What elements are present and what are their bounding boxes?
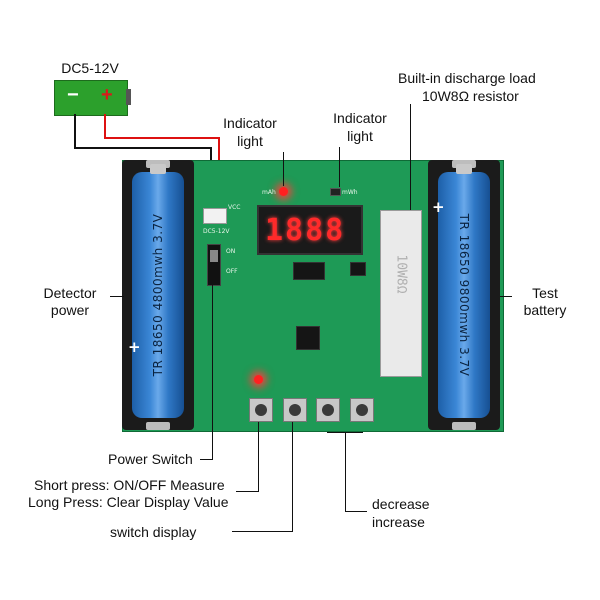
right-cell-cap <box>456 164 472 174</box>
power-connector <box>203 208 227 224</box>
indicator-led-mah <box>279 187 288 196</box>
leader-test-battery <box>500 296 512 297</box>
right-battery-cell: TR 18650 9800mwh 3.7V <box>438 164 490 418</box>
minus-sign: − <box>67 84 79 106</box>
callout-long-press: Long Press: Clear Display Value <box>28 494 229 510</box>
switch-knob <box>210 250 218 262</box>
power-source-voltage-label: DC5-12V <box>61 60 119 76</box>
callout-detector-power-line1: Detector <box>43 285 97 301</box>
seven-segment-display: 1888 <box>257 205 363 255</box>
start-pause-button[interactable] <box>249 398 273 422</box>
leader-detector-power <box>110 296 124 297</box>
right-battery-holder: TR 18650 9800mwh 3.7V + <box>428 160 500 430</box>
silk-on: ON <box>226 248 236 255</box>
chip-upper <box>293 262 325 280</box>
left-plus-mark: + <box>128 338 141 356</box>
callout-switch-display: switch display <box>110 524 197 540</box>
wire-red-v1 <box>104 114 106 138</box>
leader-dec-inc <box>345 432 346 512</box>
leader-builtin-load <box>410 104 411 210</box>
silk-off: OFF <box>226 268 238 275</box>
plus-sign: + <box>101 84 113 106</box>
callout-power-switch: Power Switch <box>108 451 193 467</box>
discharge-resistor: 10W8Ω <box>380 210 422 377</box>
callout-test-battery-line1: Test <box>532 285 558 301</box>
leader-power-switch-h <box>200 459 212 460</box>
leader-indicator-right <box>339 147 340 187</box>
right-bottom-spring <box>452 422 476 430</box>
right-cell-label: TR 18650 9800mwh 3.7V <box>457 213 471 377</box>
indicator-led-lower <box>254 375 263 384</box>
leader-start-button-h <box>236 491 259 492</box>
left-bottom-spring <box>146 422 170 430</box>
wire-red-h <box>104 137 220 139</box>
callout-short-press: Short press: ON/OFF Measure <box>34 477 225 493</box>
battery-terminal <box>126 89 131 105</box>
decrease-button[interactable] <box>316 398 340 422</box>
callout-increase: increase <box>372 514 425 530</box>
chip-mcu <box>296 326 320 350</box>
left-battery-holder: TR 18650 4800mwh 3.7V + <box>122 160 194 430</box>
wire-black-v1 <box>74 114 76 148</box>
callout-test-battery-line2: battery <box>523 302 567 318</box>
leader-start-button <box>258 422 259 492</box>
silk-mwh: mWh <box>342 189 358 196</box>
left-cell-cap <box>150 164 166 174</box>
wire-black-h <box>74 147 212 149</box>
callout-builtin-load-line2: 10W8Ω resistor <box>422 88 519 104</box>
right-plus-mark: + <box>432 198 445 216</box>
resistor-label: 10W8Ω <box>393 254 409 294</box>
callout-indicator-right-line2: light <box>347 128 373 144</box>
power-switch[interactable] <box>207 244 221 286</box>
leader-indicator-left <box>283 152 284 186</box>
callout-indicator-left-line2: light <box>237 133 263 149</box>
silk-dc: DC5-12V <box>203 228 230 235</box>
left-battery-cell: TR 18650 4800mwh 3.7V <box>132 164 184 418</box>
switch-display-button[interactable] <box>283 398 307 422</box>
leader-dec-inc-h <box>345 511 367 512</box>
callout-detector-power-line2: power <box>50 302 90 318</box>
indicator-led-mwh <box>330 188 341 196</box>
callout-indicator-left-line1: Indicator <box>223 115 277 131</box>
callout-decrease: decrease <box>372 496 430 512</box>
display-value: 1888 <box>265 213 346 248</box>
leader-power-switch <box>212 285 213 460</box>
leader-switch-display-h <box>232 531 293 532</box>
chip-small <box>350 262 366 276</box>
power-source-battery: − + <box>54 80 128 116</box>
silk-mah: mAh <box>262 189 276 196</box>
increase-button[interactable] <box>350 398 374 422</box>
callout-indicator-right-line1: Indicator <box>333 110 387 126</box>
silk-vcc: VCC <box>228 204 241 211</box>
left-cell-label: TR 18650 4800mwh 3.7V <box>151 213 165 377</box>
callout-builtin-load-line1: Built-in discharge load <box>398 70 536 86</box>
leader-switch-display <box>292 422 293 532</box>
